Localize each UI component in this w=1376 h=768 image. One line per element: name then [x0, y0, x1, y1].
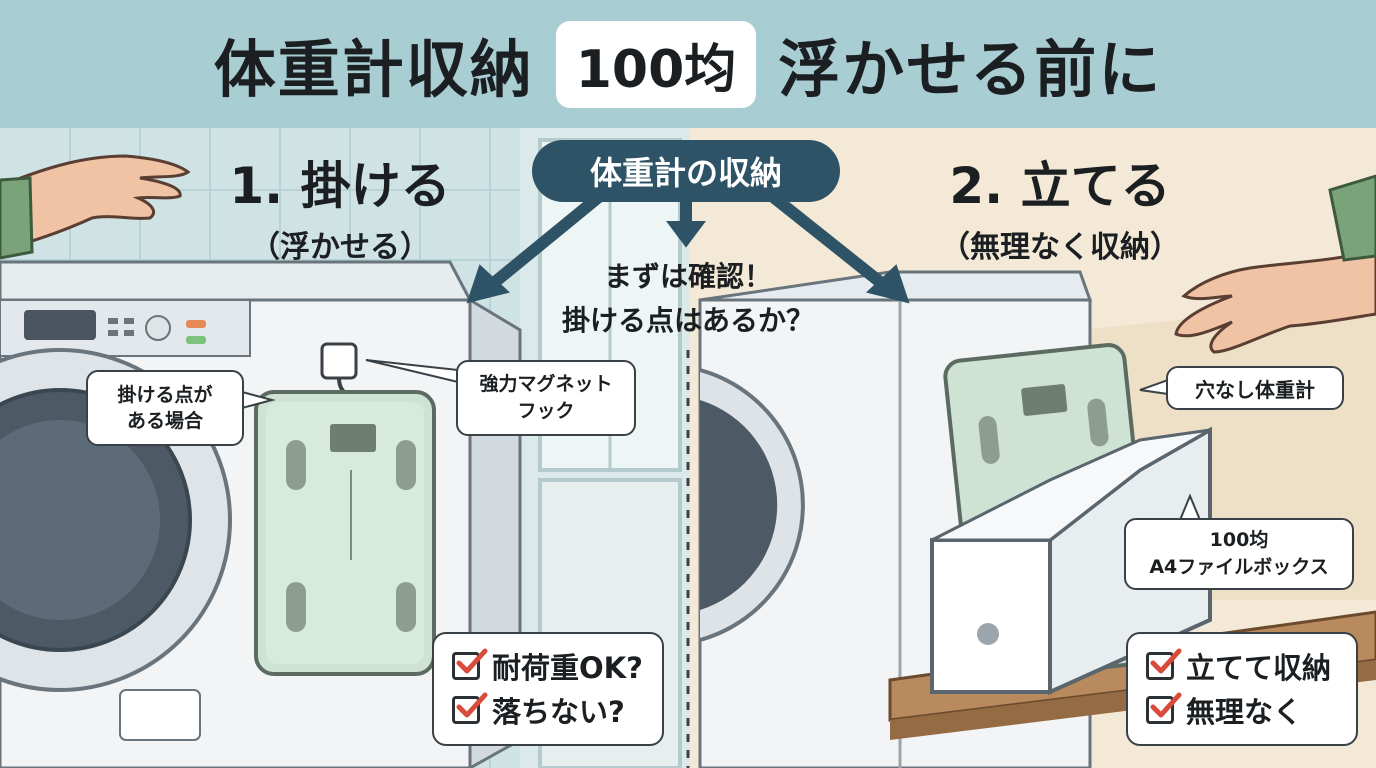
center-note-line1: まずは確認！	[603, 260, 772, 293]
right-checklist: 立てて収納 無理なく	[1126, 632, 1358, 746]
left-subheading: （浮かせる）	[250, 230, 430, 265]
title-left: 体重計収納	[213, 33, 534, 106]
check-item-stand: 立てて収納	[1146, 644, 1338, 688]
callout-hook-point: 掛ける点が ある場合	[86, 370, 244, 446]
hand-icon-right	[1174, 174, 1376, 354]
checkbox-icon	[452, 648, 488, 680]
callout-magnet-hook: 強力マグネット フック	[456, 360, 636, 436]
scene-illustration	[0, 128, 1376, 768]
center-pill: 体重計の収納	[532, 140, 840, 202]
center-note-line2: 掛ける点はあるか？	[561, 304, 814, 337]
left-heading-block: 1. 掛ける （浮かせる）	[190, 146, 490, 266]
page-title: 体重計収納 100均 浮かせる前に	[0, 18, 1376, 110]
scale-icon	[254, 390, 436, 676]
callout-scale-no-hole: 穴なし体重計	[1166, 366, 1344, 410]
hand-icon	[0, 154, 191, 260]
left-heading: 1. 掛ける	[229, 157, 451, 215]
checkbox-icon	[452, 692, 488, 724]
title-right: 浮かせる前に	[778, 33, 1163, 106]
right-heading-block: 2. 立てる （無理なく収納）	[910, 146, 1210, 266]
center-note: まずは確認！ 掛ける点はあるか？	[520, 255, 856, 343]
checkbox-icon	[1146, 692, 1182, 724]
right-subheading: （無理なく収納）	[940, 230, 1180, 265]
arrows	[466, 191, 910, 304]
left-checklist: 耐荷重OK? 落ちない?	[432, 632, 664, 746]
check-item-easy: 無理なく	[1146, 688, 1338, 732]
check-item-load: 耐荷重OK?	[452, 644, 644, 688]
callout-file-box: 100均 A4ファイルボックス	[1124, 518, 1354, 590]
checkbox-icon	[1146, 648, 1182, 680]
check-item-fall: 落ちない?	[452, 688, 644, 732]
title-badge: 100均	[555, 20, 757, 108]
right-heading: 2. 立てる	[949, 157, 1171, 215]
header-banner: 体重計収納 100均 浮かせる前に	[0, 0, 1376, 128]
